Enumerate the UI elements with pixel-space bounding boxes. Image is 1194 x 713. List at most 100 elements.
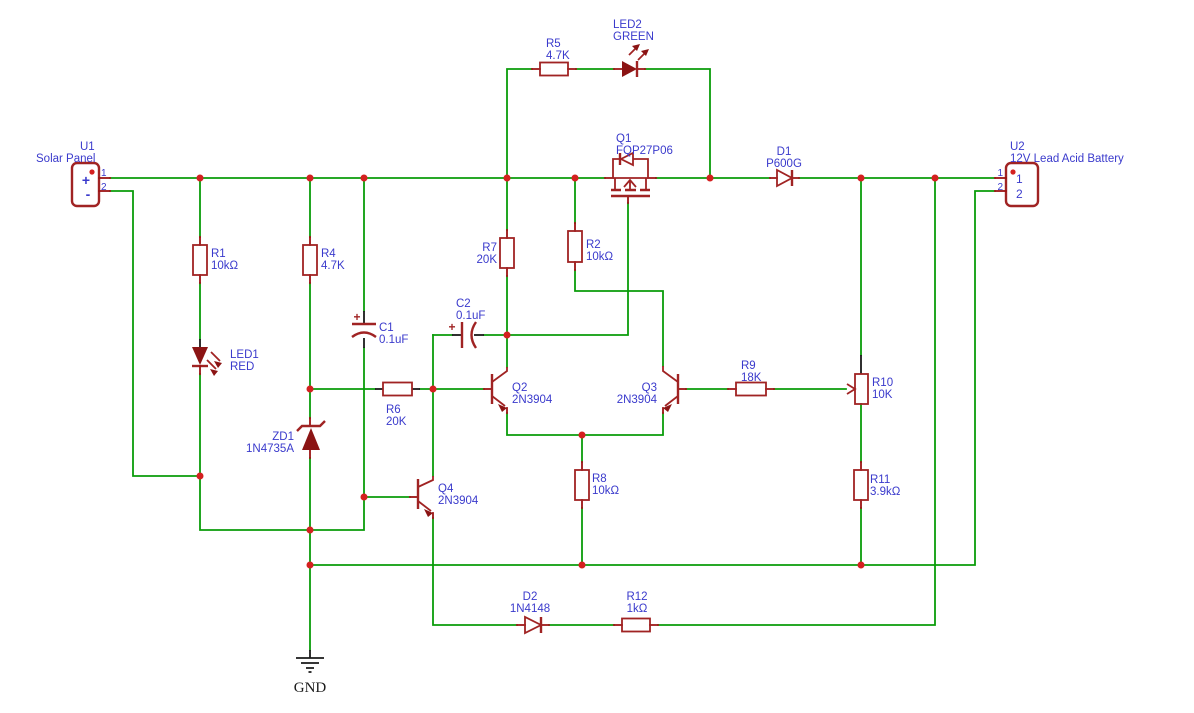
- label-r2-ref: R2: [586, 239, 601, 251]
- emitter-line: [417, 500, 432, 512]
- wire-segment: [644, 68, 711, 179]
- label-q4-value: 2N3904: [438, 495, 479, 507]
- component-Q2-npn[interactable]: [483, 367, 508, 414]
- label-u2-inner1: 1: [1016, 172, 1023, 186]
- component-R5[interactable]: [531, 61, 577, 77]
- label-led2-ref: LED2: [613, 19, 642, 31]
- label-d1-ref: D1: [777, 146, 792, 158]
- junction-dot: [503, 174, 511, 182]
- wire-segment: [109, 190, 201, 477]
- wire-segment: [199, 475, 365, 531]
- component-R4[interactable]: [302, 236, 318, 284]
- junction-dot: [706, 174, 714, 182]
- label-q3-ref: Q3: [642, 382, 657, 394]
- resistor-body: [621, 617, 651, 633]
- led-ray-head: [214, 361, 222, 368]
- component-R10-potentiometer[interactable]: [846, 373, 869, 405]
- resistor-body: [574, 469, 590, 501]
- component-R9[interactable]: [727, 381, 775, 397]
- component-Q4-npn[interactable]: [409, 476, 434, 519]
- component-ZD1-zener[interactable]: [296, 417, 326, 459]
- component-R8[interactable]: [574, 461, 590, 509]
- label-u2-ref: U2: [1010, 141, 1025, 153]
- label-c1-polarity: +: [353, 310, 360, 324]
- junction-dot: [306, 561, 314, 569]
- led-ray: [210, 351, 221, 362]
- junction-dot: [578, 561, 586, 569]
- label-r1-value: 10kΩ: [211, 260, 239, 272]
- component-Q1-mosfet[interactable]: [604, 151, 657, 204]
- component-ground-symbol[interactable]: [296, 657, 324, 673]
- emitter-arrow: [498, 404, 507, 412]
- component-U2-battery[interactable]: [994, 161, 1040, 208]
- led-ray: [206, 359, 217, 370]
- label-r9-ref: R9: [741, 360, 756, 372]
- label-c2-ref: C2: [456, 298, 471, 310]
- label-r9-value: 18K: [741, 372, 762, 384]
- component-R6[interactable]: [382, 381, 413, 397]
- junction-dot: [931, 174, 939, 182]
- junction-dot: [360, 493, 368, 501]
- label-q4-ref: Q4: [438, 483, 454, 495]
- component-D2[interactable]: [516, 615, 550, 635]
- component-C2[interactable]: [460, 321, 478, 349]
- component-R1[interactable]: [192, 236, 208, 284]
- label-r7-value: 20K: [477, 254, 498, 266]
- connector-body: [1004, 161, 1040, 208]
- diode-triangle: [776, 168, 794, 188]
- junction-dot: [196, 174, 204, 182]
- label-r5-value: 4.7K: [546, 50, 570, 62]
- led-ray-head: [210, 369, 218, 376]
- wiper-arrow: [846, 383, 857, 395]
- component-U1-solar-panel[interactable]: [70, 161, 111, 208]
- label-u1-minus: -: [86, 186, 91, 202]
- label-u1-pin2: 2: [101, 182, 107, 193]
- label-led1-value: RED: [230, 361, 254, 373]
- led-triangle: [622, 61, 637, 77]
- component-LED1[interactable]: [192, 347, 222, 376]
- junction-dot: [306, 174, 314, 182]
- cap-curved-plate: [351, 331, 377, 338]
- component-R11[interactable]: [853, 461, 869, 509]
- label-r7-ref: R7: [482, 242, 497, 254]
- component-R7[interactable]: [499, 229, 515, 277]
- ground-bars: [296, 657, 324, 673]
- emitter-line: [491, 395, 506, 407]
- label-r6-value: 20K: [386, 416, 407, 428]
- component-R12[interactable]: [613, 617, 659, 633]
- led-triangle: [192, 347, 208, 365]
- resistor-body: [539, 61, 569, 77]
- component-C1[interactable]: [351, 322, 377, 338]
- resistor-body: [382, 381, 413, 397]
- label-r10-value: 10K: [872, 389, 893, 401]
- wire-segment: [506, 412, 664, 436]
- resistor-body: [192, 244, 208, 276]
- label-gnd: GND: [294, 680, 327, 696]
- label-d1-value: P600G: [766, 158, 802, 170]
- junction-dot: [429, 385, 437, 393]
- mosfet-body-loop: [612, 158, 649, 179]
- label-q2-ref: Q2: [512, 382, 527, 394]
- label-u2-inner2: 2: [1016, 187, 1023, 201]
- zener-triangle: [302, 428, 320, 450]
- label-c1-value: 0.1uF: [379, 334, 408, 346]
- label-r4-value: 4.7K: [321, 260, 345, 272]
- label-r4-ref: R4: [321, 248, 336, 260]
- label-q1-ref: Q1: [616, 133, 631, 145]
- label-led2-value: GREEN: [613, 31, 654, 43]
- component-R2[interactable]: [567, 222, 583, 271]
- label-r6-ref: R6: [386, 404, 401, 416]
- collector-line: [417, 476, 434, 488]
- component-D1[interactable]: [769, 168, 800, 188]
- label-zd1-ref: ZD1: [272, 431, 294, 443]
- component-Q3-npn[interactable]: [662, 366, 687, 414]
- component-LED2[interactable]: [613, 44, 649, 77]
- label-c2-value: 0.1uF: [456, 310, 485, 322]
- wire-segment: [432, 517, 518, 626]
- collector-line: [491, 367, 508, 383]
- labels: U1 Solar Panel + - 1 2 U2 12V Lead Acid …: [36, 19, 1124, 696]
- junction-dot: [360, 174, 368, 182]
- resistor-body: [567, 230, 583, 263]
